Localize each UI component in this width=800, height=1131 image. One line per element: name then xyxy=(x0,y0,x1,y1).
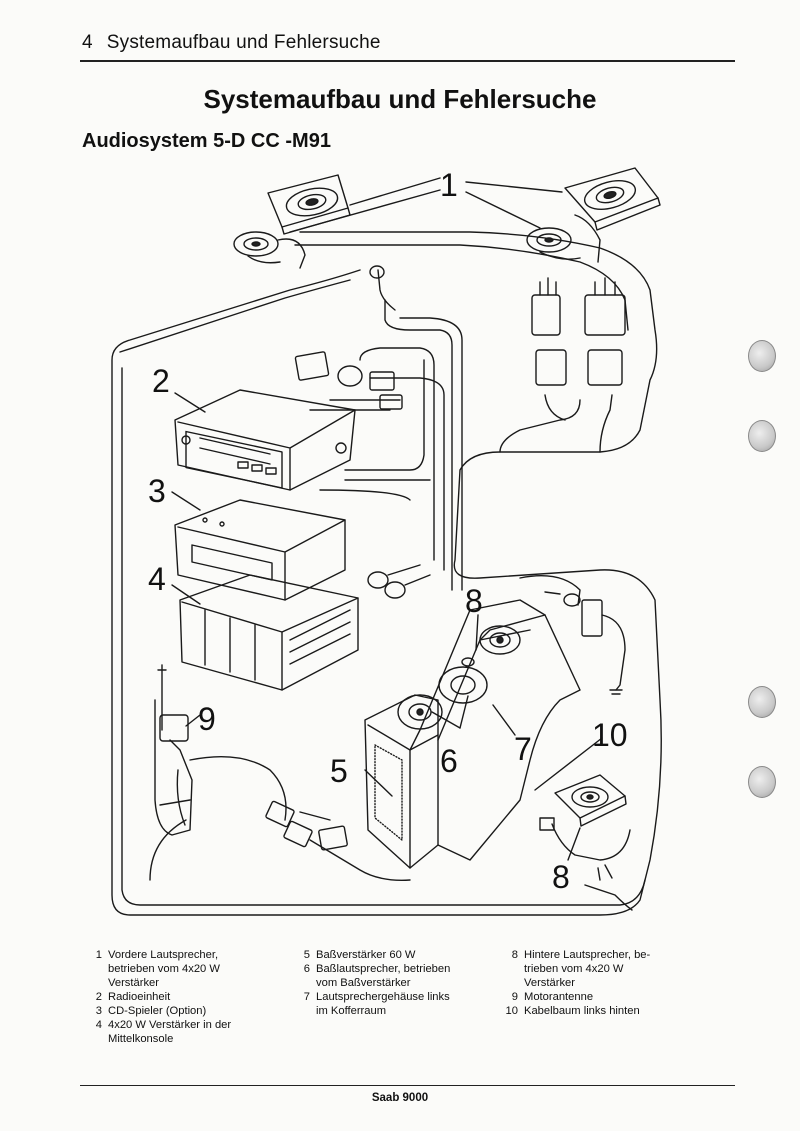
punch-hole xyxy=(748,686,776,718)
cd-player xyxy=(174,499,346,601)
callout-2: 2 xyxy=(152,363,170,399)
callout-1: 1 xyxy=(440,167,458,203)
callout-10: 10 xyxy=(592,717,628,753)
callout-5: 5 xyxy=(330,753,348,789)
amplifier-4x20 xyxy=(179,574,359,691)
rear-speaker xyxy=(539,774,633,911)
punch-hole xyxy=(748,766,776,798)
callout-4: 4 xyxy=(148,561,166,597)
power-antenna xyxy=(149,664,287,881)
radio-unit xyxy=(174,389,356,491)
front-speaker-left xyxy=(233,174,351,269)
header-section: Systemaufbau und Fehlersuche xyxy=(106,32,381,53)
page-number: 4 xyxy=(82,32,93,53)
page-header: 4 Systemaufbau und Fehlersuche xyxy=(82,32,381,54)
callout-7: 7 xyxy=(514,731,532,767)
page-subtitle: Audiosystem 5-D CC -M91 xyxy=(82,130,331,152)
punch-hole xyxy=(748,420,776,452)
callout-3: 3 xyxy=(148,473,166,509)
footer-rule xyxy=(80,1085,735,1087)
page-title: Systemaufbau und Fehlersuche xyxy=(203,84,597,114)
header-rule xyxy=(80,60,735,62)
main-harness xyxy=(111,231,662,916)
callout-9: 9 xyxy=(198,701,216,737)
front-speaker-right xyxy=(526,167,661,263)
callout-6: 6 xyxy=(440,743,458,779)
callout-8-top: 8 xyxy=(465,583,483,619)
speaker-enclosure xyxy=(397,599,581,861)
audio-system-diagram: 1 2 3 4 5 6 7 8 8 9 10 xyxy=(111,167,662,916)
callout-8-bottom: 8 xyxy=(552,859,570,895)
page-footer: Saab 9000 xyxy=(371,1092,429,1104)
punch-hole xyxy=(748,340,776,372)
